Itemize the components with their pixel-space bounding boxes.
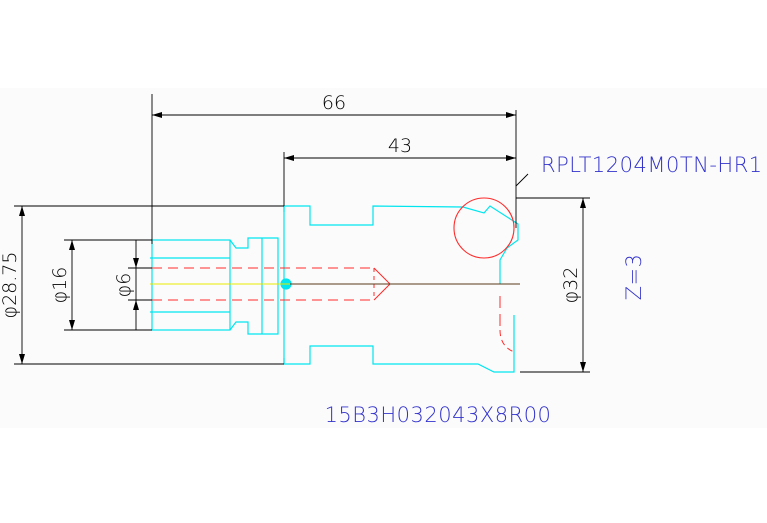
head-upper-outline (283, 205, 519, 284)
dim-head-diameter: φ32 (560, 267, 582, 304)
shank-outline (151, 239, 231, 331)
teeth-count-label: Z=3 (622, 254, 646, 301)
part-code-label: 15B3H032043X8R00 (325, 403, 552, 427)
dim-overall-length: 66 (322, 92, 346, 114)
dimension-arrows (19, 112, 586, 372)
neck-outline (229, 237, 279, 335)
drawing-area (0, 88, 767, 428)
insert-circle (453, 197, 515, 259)
head-lower-outline (283, 315, 515, 373)
insert-code-label: RPLT1204M0TN-HR1 (541, 153, 763, 177)
dim-coolant-bore: φ6 (113, 273, 135, 298)
dim-head-length: 43 (388, 135, 412, 157)
dimension-lines (14, 94, 590, 373)
dim-flange-diameter: φ28.75 (0, 252, 21, 319)
dim-shank-diameter: φ16 (49, 267, 71, 304)
part-outline (150, 205, 519, 373)
